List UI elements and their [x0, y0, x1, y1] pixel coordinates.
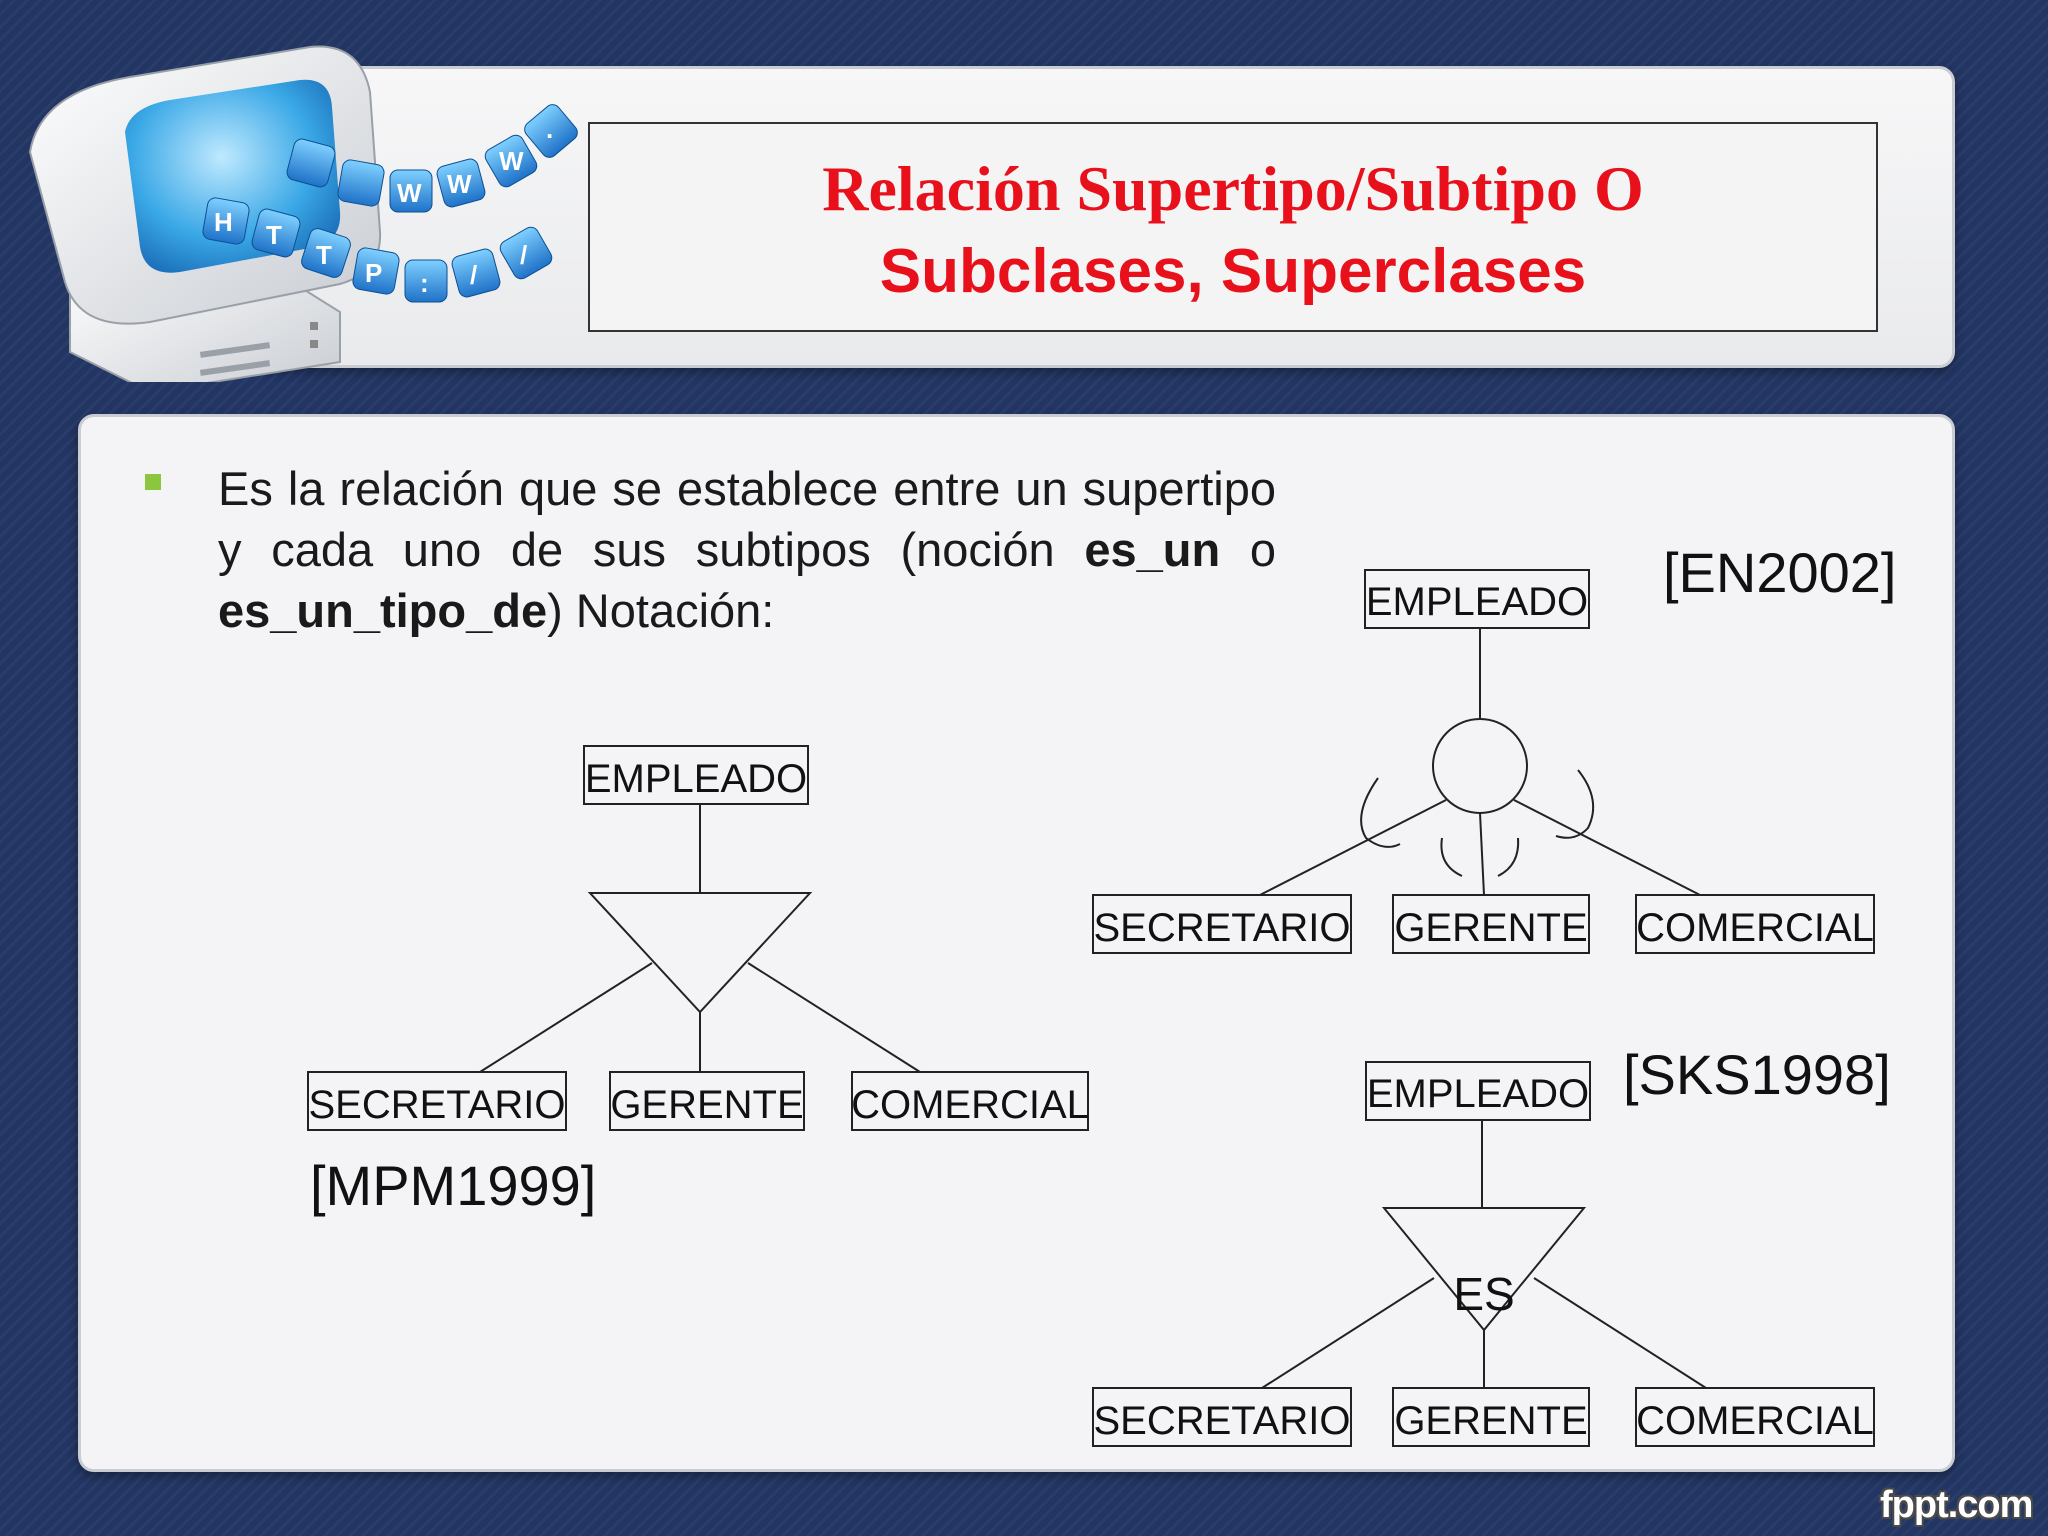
connector-label-es: ES: [1453, 1268, 1514, 1320]
slide-subtitle: Subclases, Superclases: [879, 237, 1587, 306]
connector-line: [1533, 1277, 1707, 1389]
entity-box-gerente: [1392, 1387, 1590, 1447]
entity-label-secretario: SECRETARIO: [1093, 1399, 1350, 1443]
entity-box-secretario: [1092, 1387, 1352, 1447]
logo-key-label: W: [397, 178, 422, 208]
entity-box-comercial: [1635, 894, 1875, 954]
connector-line: [1259, 799, 1447, 896]
entity-label-secretario: SECRETARIO: [308, 1083, 565, 1127]
bullet-text-part: Es la relación que se establece entre un…: [218, 462, 1276, 576]
entity-box-empleado: [1364, 569, 1590, 629]
triangle-connector: [587, 892, 813, 1014]
entity-box-gerente: [1392, 894, 1590, 954]
entity-label-gerente: GERENTE: [1394, 906, 1587, 950]
logo-key-label: :: [420, 268, 429, 298]
logo-key-label: T: [316, 240, 332, 270]
logo-key-label: /: [520, 240, 527, 270]
entity-box-secretario: [307, 1071, 567, 1131]
logo-key-label: P: [365, 258, 382, 288]
bullet-bold-es-un-tipo-de: es_un_tipo_de: [218, 584, 548, 637]
entity-label-gerente: GERENTE: [1394, 1399, 1587, 1443]
diagram-sks1998: [1092, 1061, 1875, 1447]
entity-label-comercial: COMERCIAL: [1636, 906, 1874, 950]
logo-key-label: /: [470, 260, 477, 290]
connector-line: [479, 962, 653, 1073]
entity-label-comercial: COMERCIAL: [851, 1083, 1089, 1127]
bullet-text-part: o: [1220, 523, 1276, 576]
subset-arc: [1440, 837, 1463, 877]
entity-box-empleado: [583, 745, 809, 805]
connector-line: [1479, 812, 1485, 896]
logo-keys-row1: W W W .: [286, 104, 578, 213]
entity-label-empleado: EMPLEADO: [585, 757, 807, 801]
bullet-square-icon: [145, 474, 161, 490]
diagram-en2002: [1092, 569, 1875, 954]
bullet-bold-es-un: es_un: [1084, 523, 1221, 576]
entity-label-secretario: SECRETARIO: [1093, 906, 1350, 950]
citation-mpm1999: [MPM1999]: [310, 1154, 596, 1217]
specialization-circle: [1432, 718, 1528, 814]
logo-key-label: W: [447, 169, 472, 199]
citation-en2002: [EN2002]: [1663, 541, 1897, 604]
computer-logo-icon: W W W . H T T P : / /: [28, 45, 578, 382]
entity-label-empleado: EMPLEADO: [1366, 580, 1588, 624]
bullet-text: Es la relación que se establece entre un…: [218, 458, 1276, 641]
entity-box-comercial: [1635, 1387, 1875, 1447]
connector-line: [1513, 799, 1701, 896]
logo-key-label: .: [546, 114, 553, 144]
title-box: Relación Supertipo/Subtipo O Subclases, …: [588, 122, 1878, 332]
logo-keys-row2: H T T P : / /: [202, 197, 553, 303]
logo-key-label: H: [214, 207, 233, 237]
entity-label-gerente: GERENTE: [610, 1083, 803, 1127]
slide-title: Relación Supertipo/Subtipo O: [822, 153, 1644, 224]
logo-key-label: W: [499, 146, 524, 176]
entity-box-secretario: [1092, 894, 1352, 954]
bullet-text-part: ) Notación:: [547, 584, 775, 637]
entity-box-empleado: [1365, 1061, 1591, 1121]
citation-sks1998: [SKS1998]: [1623, 1043, 1891, 1106]
fppt-watermark: fppt.com: [1880, 1484, 2033, 1526]
logo-key-label: T: [266, 220, 282, 250]
subset-arc: [1497, 837, 1520, 877]
entity-label-comercial: COMERCIAL: [1636, 1399, 1874, 1443]
subset-arc: [1555, 769, 1595, 839]
connector-line: [747, 962, 921, 1073]
entity-box-comercial: [851, 1071, 1089, 1131]
subset-arc: [1360, 777, 1401, 848]
entity-box-gerente: [609, 1071, 805, 1131]
entity-label-empleado: EMPLEADO: [1367, 1072, 1589, 1116]
connector-line: [1261, 1277, 1435, 1389]
es-triangle-connector: [1381, 1207, 1587, 1332]
diagram-mpm1999: [307, 745, 1089, 1131]
